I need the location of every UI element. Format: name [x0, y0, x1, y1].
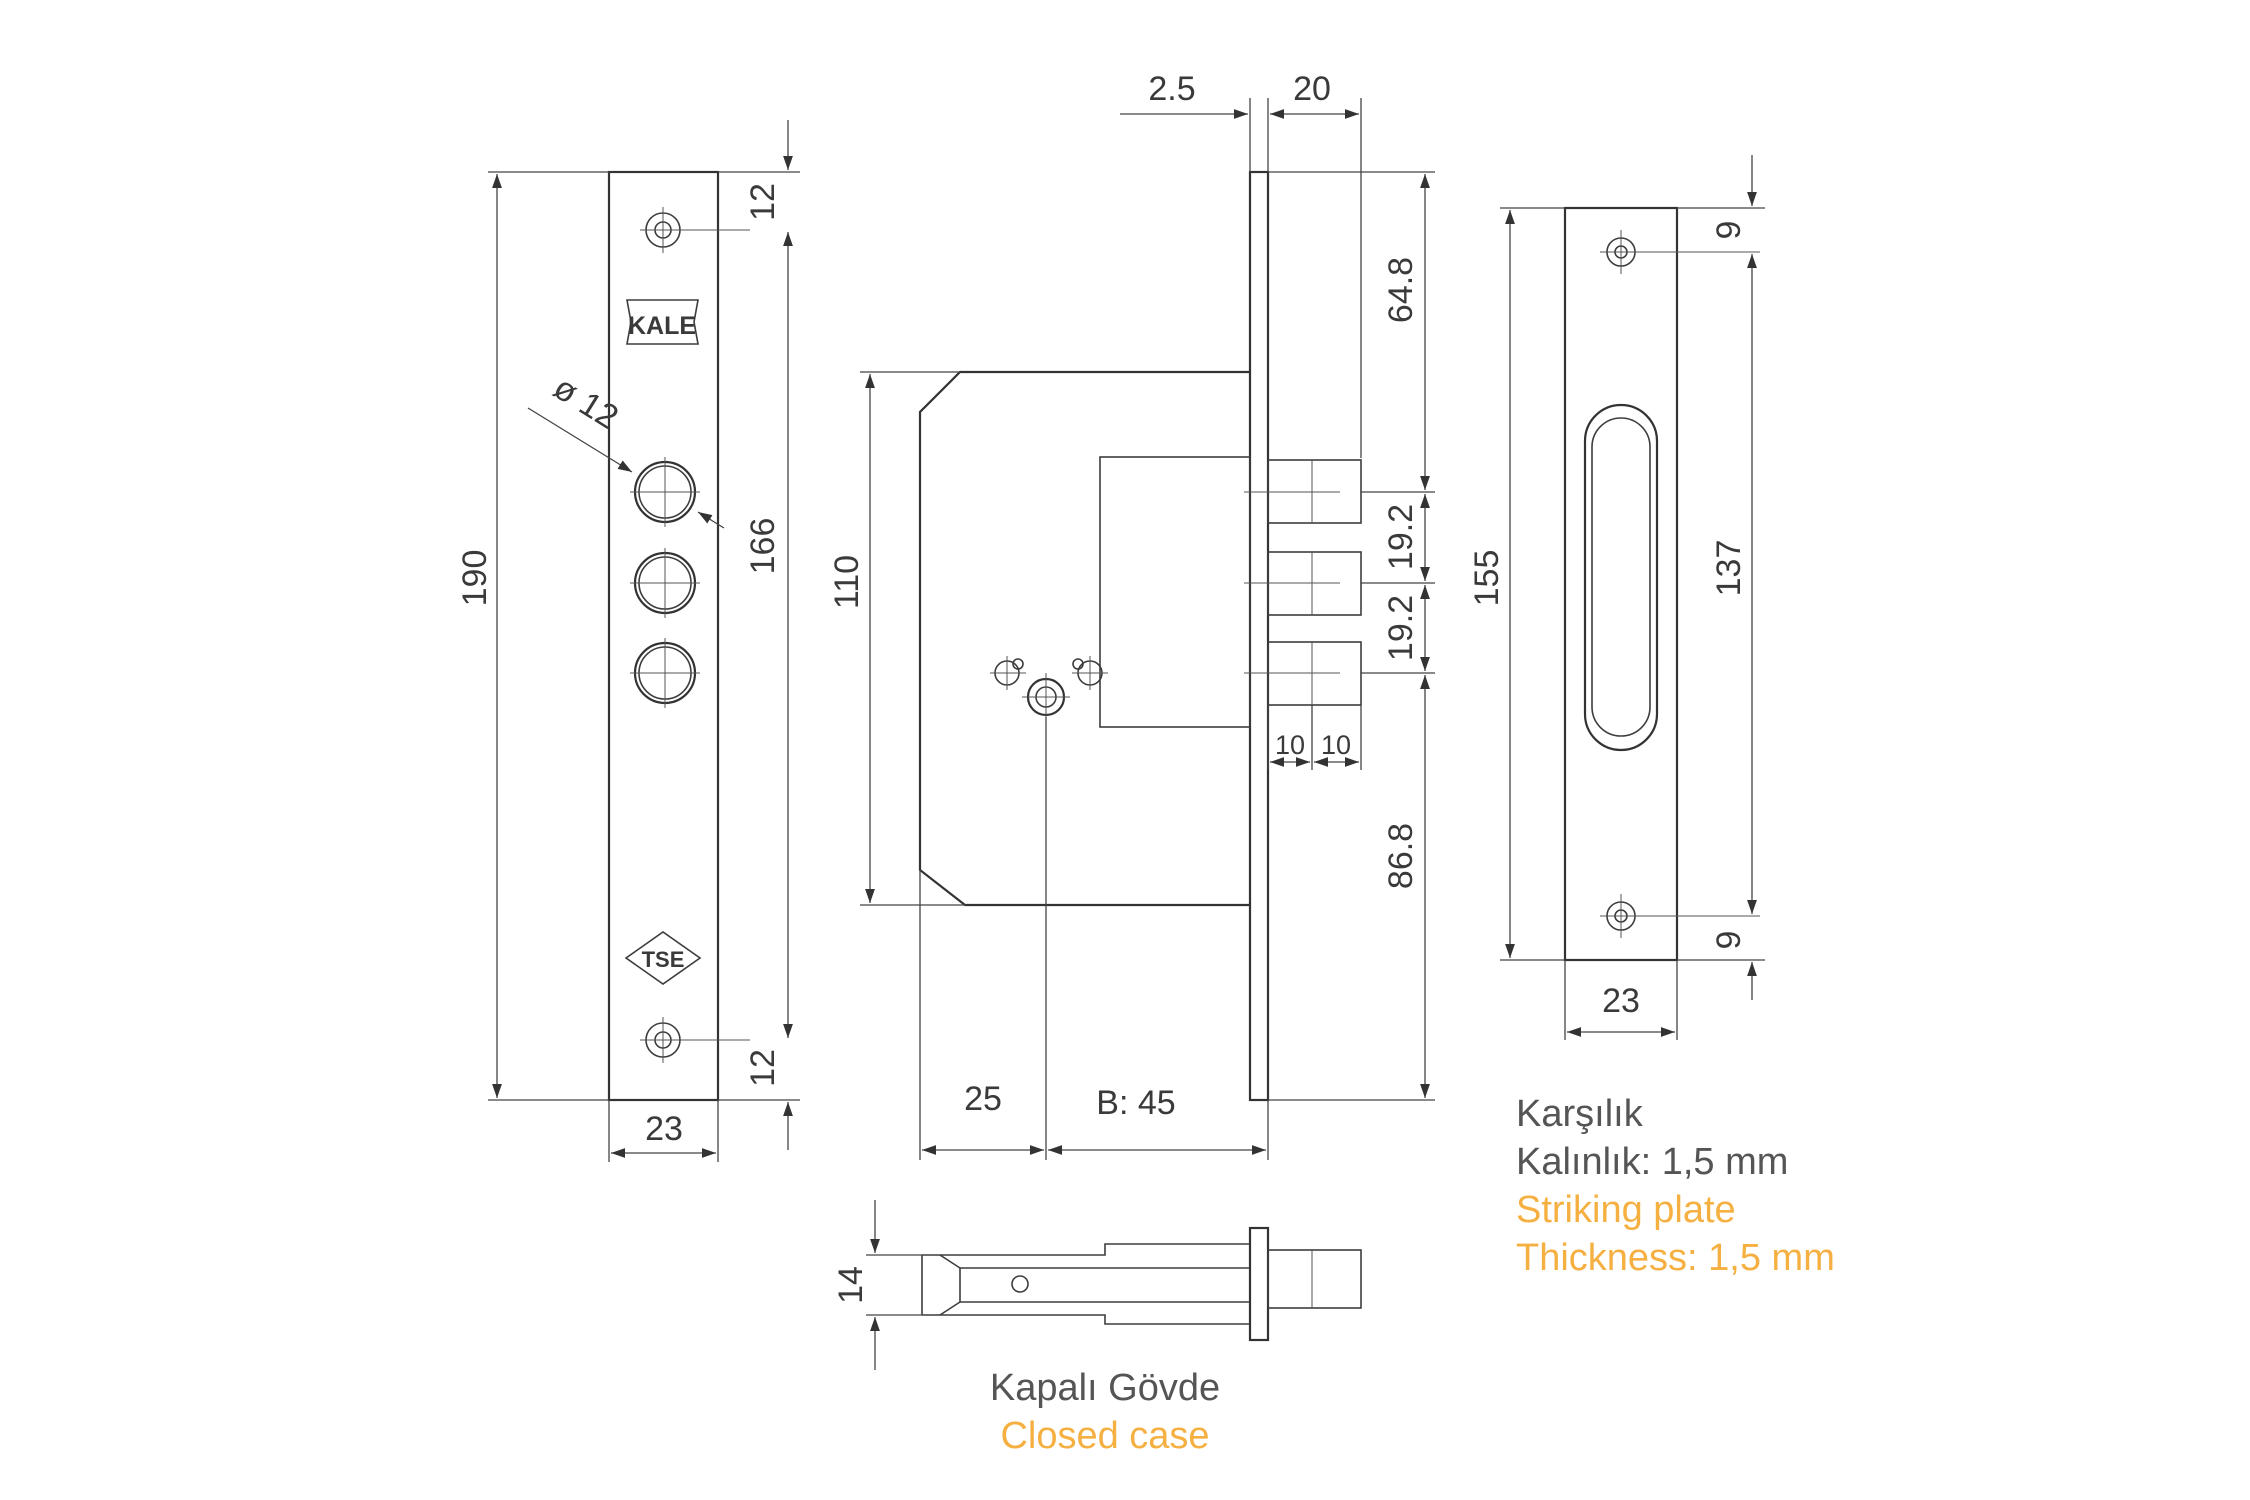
strike-hole-spacing-label: 137	[1710, 540, 1748, 597]
closed-case-hole	[1011, 1275, 1029, 1293]
faceplate-bottom-offset-label: 12	[744, 1049, 782, 1087]
top-to-bolt-label: 64.8	[1382, 257, 1420, 323]
striking-plate-outline	[1563, 206, 1679, 962]
strike-top-offset-label: 9	[1710, 221, 1748, 240]
strike-bottom-offset-label: 9	[1710, 931, 1748, 950]
lock-side-view: 2.5 20 64.8 19.2 19.2 86.8 110 10 10	[828, 70, 1435, 1160]
bolt-2	[1244, 551, 1362, 616]
closed-case-body	[922, 1243, 1251, 1325]
faceplate-length-label: 190	[456, 550, 494, 607]
closed-case-bolt	[1267, 1249, 1362, 1309]
bolt-width-2-label: 10	[1321, 730, 1351, 760]
bolt-1	[1244, 459, 1362, 524]
strike-top-screw	[1600, 230, 1760, 274]
closed-case-view: 14	[832, 1200, 1362, 1370]
strike-label-en: Striking plate	[1516, 1189, 1736, 1231]
faceplate-top-offset-label: 12	[744, 183, 782, 221]
faceplate-bolt-hole-3	[630, 638, 700, 708]
backset-label: B: 45	[1096, 1084, 1175, 1122]
strike-slot-inner	[1591, 417, 1651, 737]
strike-thickness-tr: Kalınlık: 1,5 mm	[1516, 1141, 1789, 1183]
plate-thickness-label: 2.5	[1148, 70, 1195, 108]
bolt-spacing-2-label: 19.2	[1382, 595, 1420, 661]
faceplate-width-label: 23	[645, 1110, 683, 1148]
faceplate-bolt-hole-1	[630, 457, 700, 527]
lock-case-body	[918, 370, 1250, 907]
bolt-3	[1244, 641, 1362, 706]
side-front-plate	[1248, 170, 1270, 1102]
bolt-width-1-label: 10	[1275, 730, 1305, 760]
bolt-projection-label: 20	[1293, 70, 1331, 108]
kale-logo-text: KALE	[628, 312, 696, 340]
strike-thickness-en: Thickness: 1,5 mm	[1516, 1237, 1835, 1279]
case-screw-left	[990, 656, 1026, 690]
closed-case-caption: Kapalı Gövde Closed case	[965, 1364, 1245, 1460]
faceplate-span-label: 166	[744, 518, 782, 575]
bottom-to-bolt-label: 86.8	[1382, 823, 1420, 889]
striking-plate-view: 155 9 137 9 23	[1468, 155, 1765, 1040]
bolt-spacing-1-label: 19.2	[1382, 504, 1420, 570]
kale-logo: KALE	[626, 299, 699, 345]
faceplate-top-screw	[640, 207, 750, 253]
strike-caption: Karşılık Kalınlık: 1,5 mm Striking plate…	[1516, 1090, 1835, 1282]
strike-length-label: 155	[1468, 550, 1506, 607]
faceplate-bottom-screw	[640, 1017, 750, 1063]
faceplate-view: KALE TSE 190	[456, 120, 800, 1162]
case-screw-right	[1072, 656, 1108, 690]
spindle-hole	[1022, 673, 1070, 720]
faceplate-outline	[607, 170, 720, 1102]
strike-slot-outer	[1583, 403, 1659, 752]
closed-case-label-tr: Kapalı Gövde	[989, 1367, 1221, 1409]
inner-mechanism	[1099, 456, 1251, 728]
strike-label-tr: Karşılık	[1516, 1093, 1643, 1135]
closed-case-plate	[1248, 1226, 1270, 1342]
strike-bottom-screw	[1600, 894, 1760, 938]
strike-width-label: 23	[1602, 982, 1640, 1020]
handle-offset-label: 25	[964, 1080, 1002, 1118]
closed-case-thickness-label: 14	[832, 1266, 870, 1304]
faceplate-bolt-hole-2	[630, 548, 700, 618]
tse-logo: TSE	[624, 931, 702, 985]
tse-logo-text: TSE	[642, 947, 685, 972]
closed-case-label-en: Closed case	[1000, 1415, 1210, 1457]
body-height-label: 110	[828, 555, 866, 609]
